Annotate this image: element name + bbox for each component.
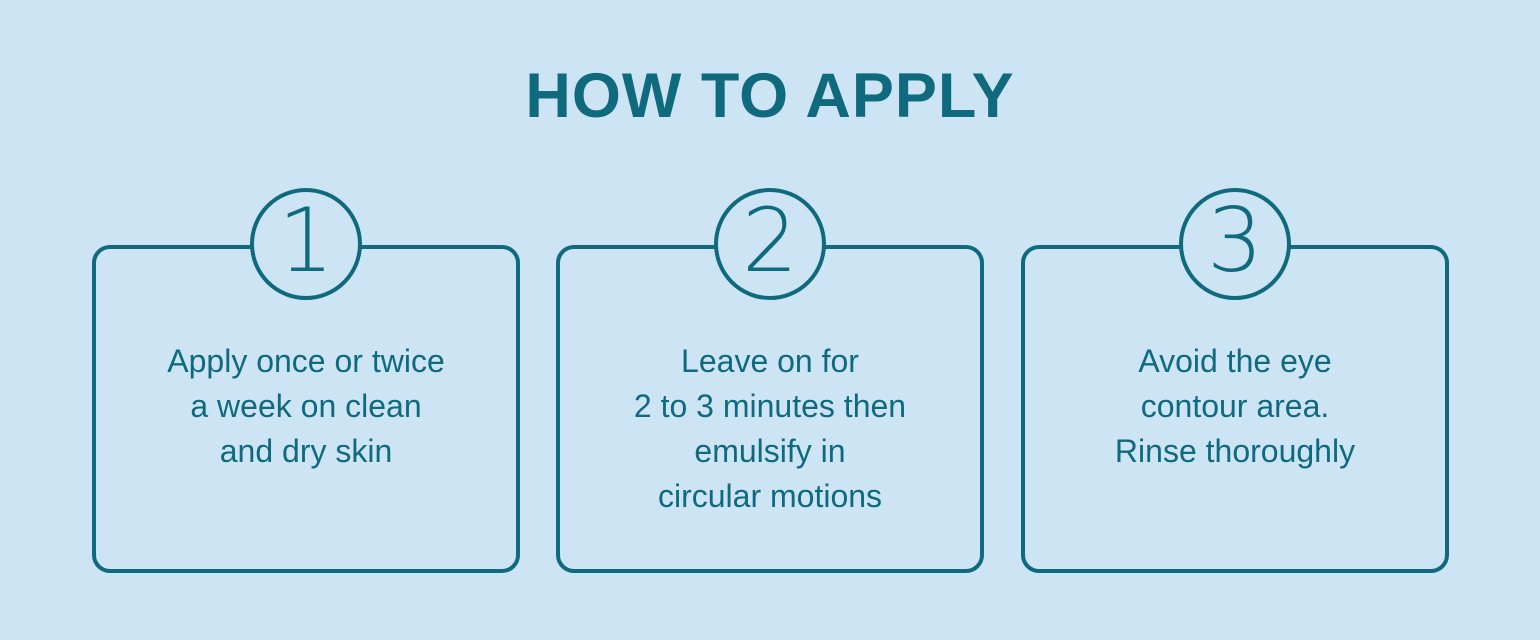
step-1-description: Apply once or twice a week on clean and … xyxy=(167,343,445,469)
step-3-description: Avoid the eye contour area. Rinse thorou… xyxy=(1114,343,1356,469)
page-title: HOW TO APPLY xyxy=(525,61,1015,131)
step-1-number-badge: 1 xyxy=(250,188,362,300)
step-3-number: 3 xyxy=(1207,189,1263,292)
step-card-3: 3 Avoid the eye contour area. Rinse thor… xyxy=(1021,188,1449,573)
step-2-number: 2 xyxy=(742,189,798,292)
step-2-number-badge: 2 xyxy=(714,188,826,300)
step-2-description: Leave on for 2 to 3 minutes then emulsif… xyxy=(633,343,907,514)
step-card-1: 1 Apply once or twice a week on clean an… xyxy=(92,188,520,573)
step-1-number: 1 xyxy=(278,189,334,292)
step-card-2: 2 Leave on for 2 to 3 minutes then emuls… xyxy=(556,188,984,573)
step-3-number-badge: 3 xyxy=(1179,188,1291,300)
